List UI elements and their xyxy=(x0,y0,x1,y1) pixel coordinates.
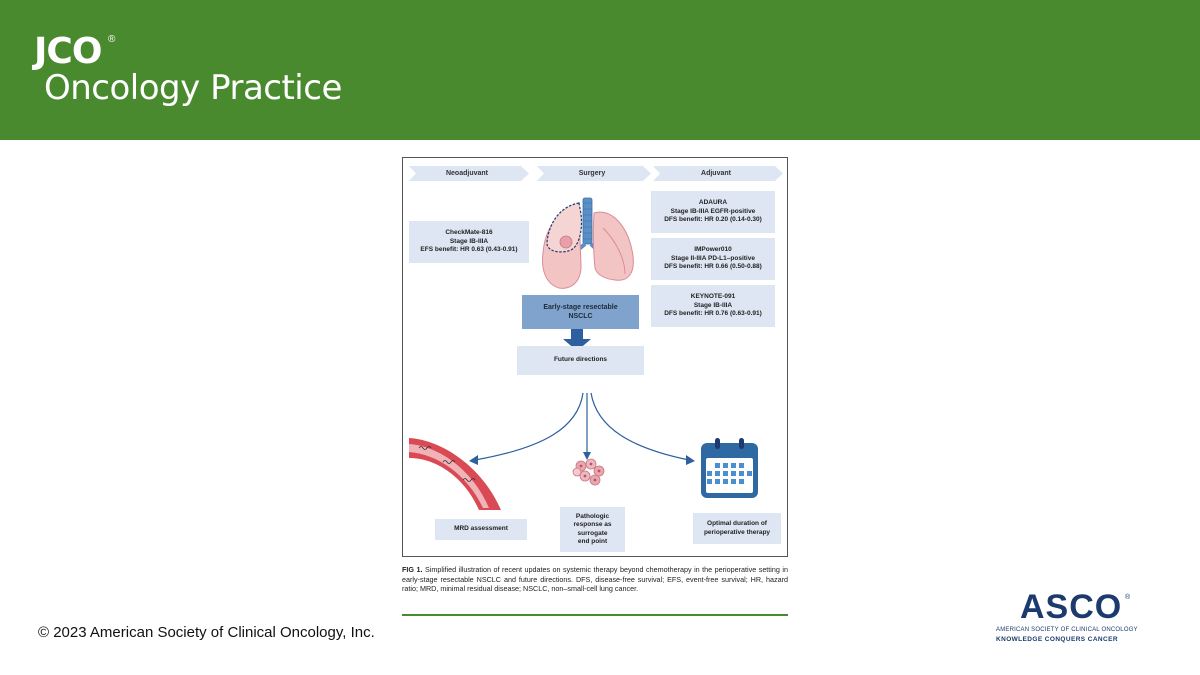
trial-stage: Stage IB-IIIA xyxy=(693,301,733,309)
trial-stage: Stage II-IIIA PD-L1–positive xyxy=(671,254,755,262)
keynote-091-box: KEYNOTE-091 Stage IB-IIIA DFS benefit: H… xyxy=(651,285,775,327)
jco-logo-text: JCO xyxy=(34,31,102,72)
down-arrow-shaft xyxy=(571,329,583,339)
caption-label: FIG 1. xyxy=(402,565,423,574)
asco-tagline: KNOWLEDGE CONQUERS CANCER xyxy=(996,636,1118,643)
center-line-1: Early-stage resectable xyxy=(543,304,618,311)
trial-benefit: DFS benefit: HR 0.66 (0.50-0.88) xyxy=(664,263,762,271)
figure-graphics xyxy=(409,166,783,510)
pathologic-line-3: surrogate xyxy=(577,529,608,537)
blood-vessel-illustration xyxy=(409,438,501,510)
phase-label-neoadjuvant: Neoadjuvant xyxy=(445,170,488,177)
optimal-line-2: perioperative therapy xyxy=(703,528,771,536)
caption-text: Simplified illustration of recent update… xyxy=(402,565,788,594)
mrd-assessment-box: MRD assessment xyxy=(435,519,527,540)
calendar-icon xyxy=(701,438,758,498)
trial-benefit: EFS benefit: HR 0.63 (0.43-0.91) xyxy=(420,246,518,254)
mrd-label: MRD assessment xyxy=(454,525,508,533)
future-directions-label: Future directions xyxy=(553,356,608,364)
right-arrowhead xyxy=(686,455,695,465)
caption-divider xyxy=(402,614,788,616)
copyright-notice: © 2023 American Society of Clinical Onco… xyxy=(38,624,375,641)
trial-name: IMPower010 xyxy=(694,246,732,254)
center-line-2: NSCLC xyxy=(568,313,593,320)
left-arrowhead xyxy=(469,455,478,465)
phase-label-adjuvant: Adjuvant xyxy=(701,170,731,177)
adaura-box: ADAURA Stage IB-IIIA EGFR-positive DFS b… xyxy=(651,191,775,233)
pathologic-response-box: Pathologic response as surrogate end poi… xyxy=(560,507,625,552)
down-arrow-head xyxy=(563,339,591,351)
lungs-illustration xyxy=(542,197,634,289)
trial-name: ADAURA xyxy=(698,199,728,207)
trial-benefit: DFS benefit: HR 0.76 (0.63-0.91) xyxy=(664,310,762,318)
trial-name: KEYNOTE-091 xyxy=(690,293,736,301)
trial-name: CheckMate-816 xyxy=(445,229,493,237)
adjuvant-chevron xyxy=(653,166,783,181)
asco-full-name: AMERICAN SOCIETY OF CLINICAL ONCOLOGY xyxy=(996,627,1138,633)
trial-benefit: DFS benefit: HR 0.20 (0.14-0.30) xyxy=(664,216,762,224)
center-arrowhead xyxy=(583,452,591,460)
figure-panel: Neoadjuvant Surgery Adjuvant CheckMate-8… xyxy=(402,157,788,557)
impower010-box: IMPower010 Stage II-IIIA PD-L1–positive … xyxy=(651,238,775,280)
journal-header-banner: JCO ® Oncology Practice xyxy=(0,0,1200,140)
neoadjuvant-chevron xyxy=(409,166,529,181)
early-stage-nsclc-box: Early-stage resectable NSCLC xyxy=(522,295,639,329)
surgery-chevron xyxy=(537,166,651,181)
figure-caption: FIG 1. Simplified illustration of recent… xyxy=(402,565,788,594)
asco-logo: ASCO ® AMERICAN SOCIETY OF CLINICAL ONCO… xyxy=(994,588,1154,648)
branch-arrows xyxy=(474,392,690,461)
tumor-cell-cluster xyxy=(572,458,605,486)
optimal-duration-box: Optimal duration of perioperative therap… xyxy=(693,513,781,544)
pathologic-line-1: Pathologic xyxy=(575,512,610,520)
asco-registered-mark: ® xyxy=(1125,594,1131,601)
journal-name: Oncology Practice xyxy=(44,68,342,108)
pathologic-line-4: end point xyxy=(577,538,608,545)
optimal-line-1: Optimal duration of xyxy=(707,520,767,527)
checkmate-816-box: CheckMate-816 Stage IB-IIIA EFS benefit:… xyxy=(409,221,529,263)
asco-wordmark: ASCO xyxy=(1020,588,1123,626)
future-directions-box: Future directions xyxy=(517,346,644,375)
phase-label-surgery: Surgery xyxy=(578,170,606,177)
pathologic-line-2: response as xyxy=(573,521,612,528)
trial-stage: Stage IB-IIIA xyxy=(449,237,489,245)
trial-stage: Stage IB-IIIA EGFR-positive xyxy=(670,207,756,215)
registered-mark: ® xyxy=(108,34,116,45)
